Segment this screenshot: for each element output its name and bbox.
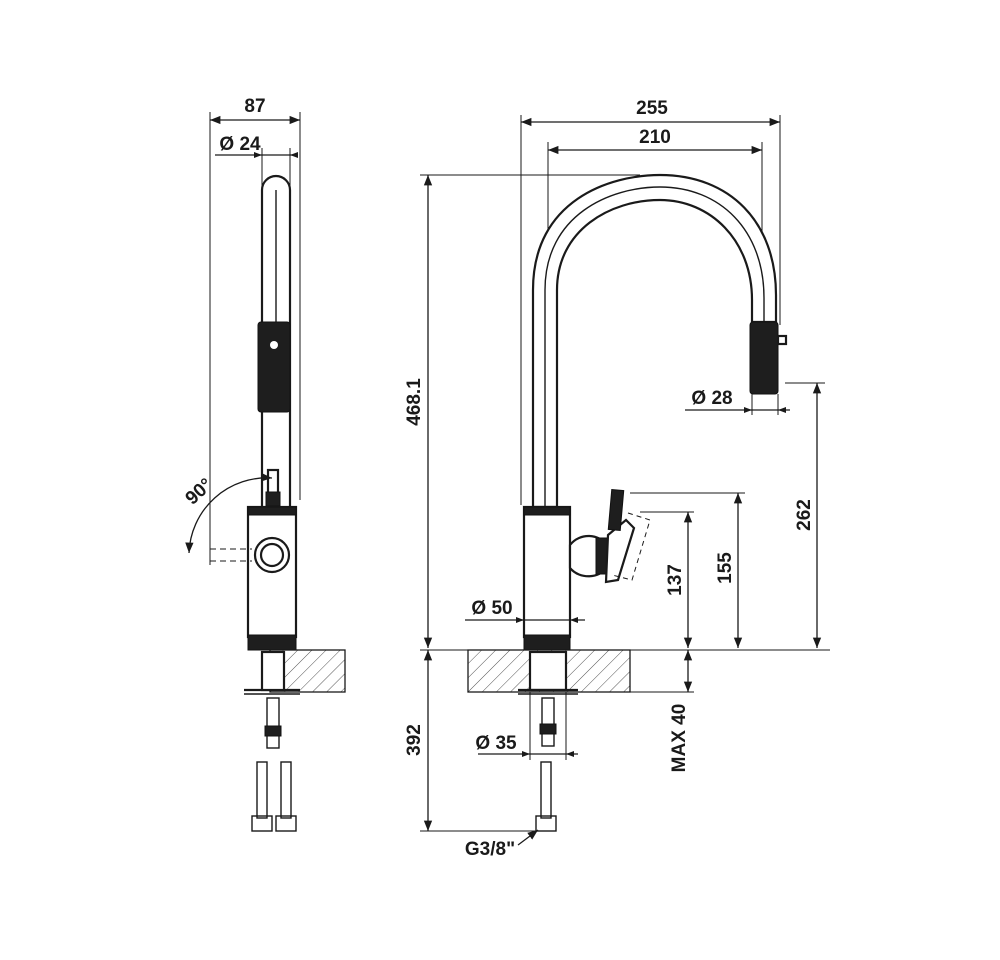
side-lever-pivot-inner	[259, 542, 285, 568]
front-lever-rotated-position	[611, 512, 651, 581]
side-view: 87 Ø 24 90°	[182, 96, 346, 832]
below-deck-length-label: 392	[404, 724, 425, 756]
front-threaded-stud	[541, 697, 555, 747]
front-view: 255 210 468.1 Ø 28 262	[404, 98, 830, 860]
side-base-ring	[247, 634, 297, 651]
front-head-button	[776, 334, 788, 346]
total-width-label: 255	[636, 98, 668, 119]
base-diameter-label: Ø 50	[471, 598, 512, 619]
max-deck-thickness-label: MAX 40	[669, 704, 690, 773]
side-knurled-head	[257, 321, 291, 413]
head-diameter-label: Ø 28	[691, 388, 732, 409]
front-knurled-head	[749, 321, 779, 395]
side-lever-knob	[265, 491, 281, 507]
rotation-arc	[185, 473, 273, 554]
front-hose	[540, 761, 552, 819]
lever-pivot-height-label: 137	[665, 564, 686, 596]
front-body-cylinder	[522, 505, 572, 639]
front-lever-grip	[607, 489, 625, 531]
front-spout-centerline	[544, 186, 765, 507]
spout-reach-label: 210	[639, 127, 671, 148]
connection-thread-leader	[517, 829, 539, 846]
side-width-label: 87	[244, 96, 265, 117]
side-hose-right	[280, 761, 292, 819]
connection-thread-label: G3/8"	[465, 839, 515, 860]
side-head-button	[270, 341, 278, 349]
front-shank	[528, 650, 568, 692]
front-base-ring	[523, 634, 571, 651]
side-lever-rotated-position	[209, 548, 252, 562]
front-body-top-ring	[523, 506, 571, 516]
side-hose-fitting-right	[275, 815, 297, 832]
shank-diameter-label: Ø 35	[475, 733, 517, 754]
total-height-label: 468.1	[404, 378, 425, 426]
rotation-angle-label: 90°	[182, 474, 217, 509]
side-body-top-ring	[247, 506, 297, 516]
side-shank	[260, 650, 286, 692]
front-lever-handle	[604, 518, 636, 584]
side-hose-left	[256, 761, 268, 819]
lever-height-label: 155	[715, 552, 736, 584]
side-hose-fitting-left	[251, 815, 273, 832]
front-gooseneck-spout	[531, 173, 778, 509]
spout-height-label: 262	[794, 499, 815, 531]
side-threaded-stud	[266, 697, 280, 749]
side-nut	[264, 725, 282, 737]
side-diameter-label: Ø 24	[219, 134, 261, 155]
front-hose-fitting	[535, 815, 557, 832]
front-nut	[539, 723, 557, 735]
